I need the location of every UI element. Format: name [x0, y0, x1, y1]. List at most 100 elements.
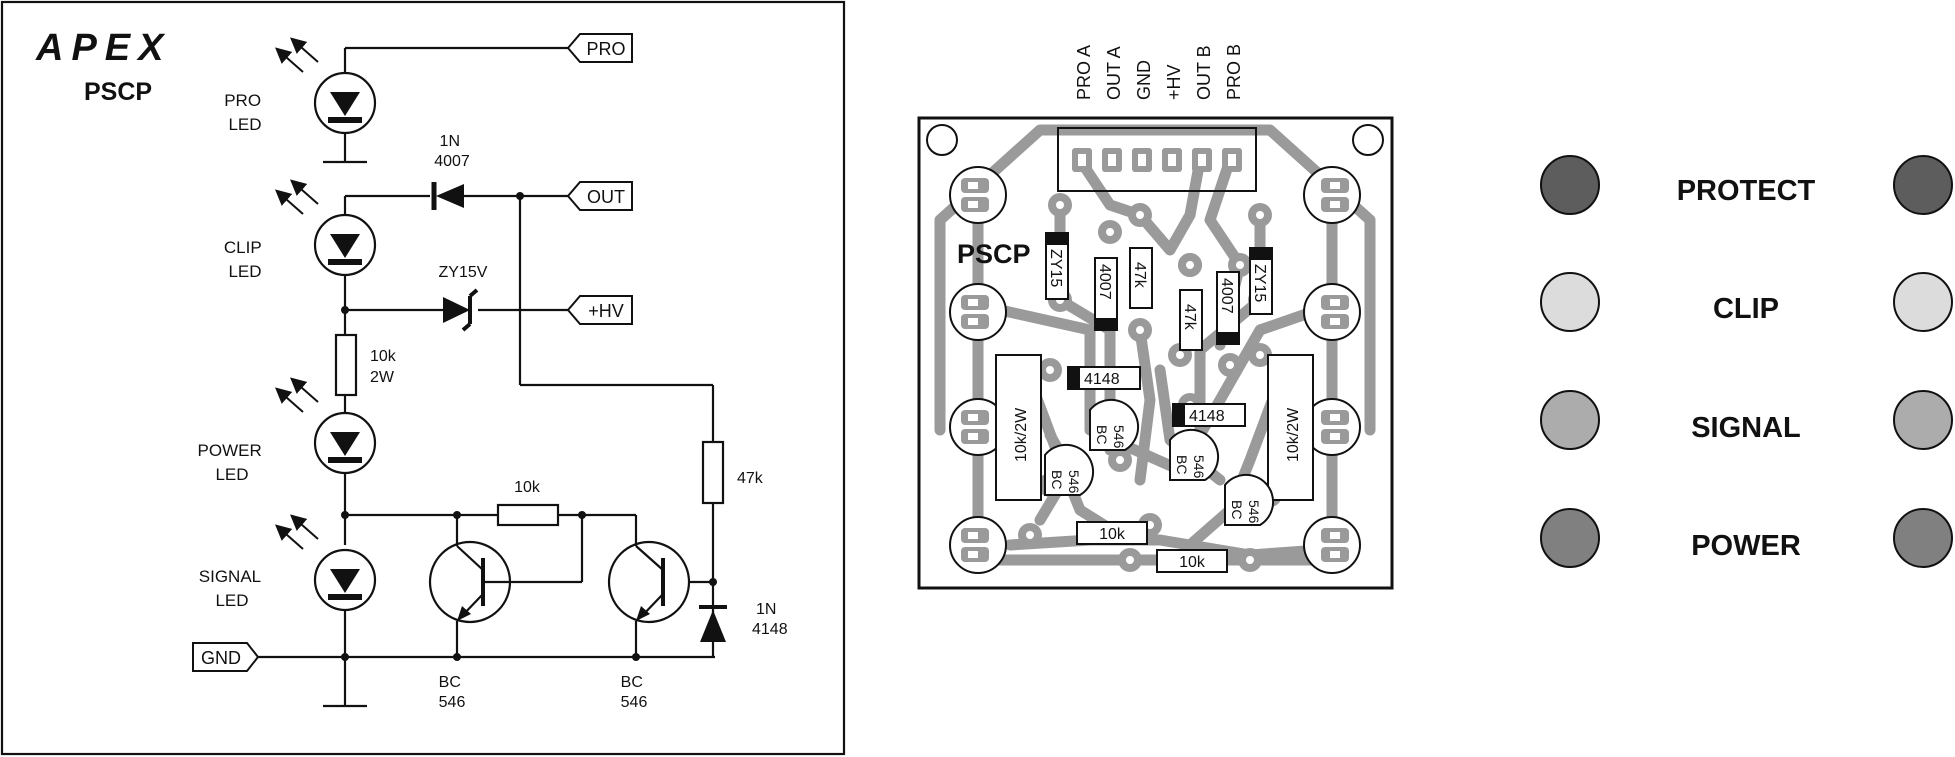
pcb-diode-4148-b: 4148 — [1172, 403, 1246, 427]
svg-text:546: 546 — [1191, 455, 1207, 479]
header-connector — [1057, 127, 1257, 192]
diode-1n4148-symbol — [699, 605, 727, 642]
pcb-led-footprints — [949, 166, 1361, 574]
pcb-diode-4148-a: 4148 — [1067, 366, 1141, 390]
pin-label-hv: +HV — [1164, 64, 1184, 100]
zener-zy15v-symbol — [443, 288, 479, 332]
pcb-diode-4007-a: 4007 — [1094, 257, 1118, 331]
legend-row-protect: PROTECT — [1540, 155, 1953, 215]
legend-dot-clip-right — [1893, 272, 1953, 332]
svg-text:546: 546 — [1111, 425, 1127, 449]
resistor-10k-symbol — [496, 503, 560, 527]
pcb-panel: PRO A OUT A GND +HV OUT B PRO B — [917, 44, 1394, 590]
svg-text:GND: GND — [201, 648, 241, 668]
resistor-47k-label: 47k — [737, 470, 764, 487]
signal-led-label: SIGNAL LED — [199, 567, 265, 610]
diode-1n4007-symbol — [431, 182, 464, 210]
svg-text:+HV: +HV — [588, 301, 624, 321]
svg-text:BC: BC — [1049, 470, 1065, 489]
resistor-10k-label: 10k — [514, 479, 541, 496]
resistor-10k-2w-label: 10k 2W — [370, 348, 400, 386]
legend-dot-signal-left — [1540, 390, 1600, 450]
svg-text:4007: 4007 — [1218, 278, 1235, 314]
legend-dot-protect-left — [1540, 155, 1600, 215]
pcb-resistor-47k-a: 47k — [1129, 247, 1153, 309]
resistor-10k-2w-symbol — [334, 333, 358, 397]
port-pro: PRO — [566, 33, 633, 63]
svg-text:ZY15: ZY15 — [1251, 264, 1268, 302]
svg-text:10k/2W: 10k/2W — [1013, 407, 1030, 462]
pcb-board-label: PSCP — [957, 239, 1031, 269]
legend-row-clip: CLIP — [1540, 272, 1953, 332]
power-led-label: POWER LED — [198, 441, 267, 484]
port-out: OUT — [566, 181, 633, 211]
legend-label-protect: PROTECT — [1677, 175, 1816, 207]
clip-led-label: CLIP LED — [224, 238, 266, 281]
pcb-resistor-2w-b: 10k/2W — [1267, 354, 1314, 501]
legend-row-signal: SIGNAL — [1540, 390, 1953, 450]
pcb-transistor-1: BC 546 — [1089, 398, 1140, 451]
svg-text:4007: 4007 — [1096, 264, 1113, 300]
pcb-zener-a: ZY15 — [1045, 232, 1069, 300]
diode-1n4148-label: 1N 4148 — [752, 601, 788, 638]
svg-text:4148: 4148 — [1084, 371, 1120, 388]
pcb-transistor-2: BC 546 — [1044, 443, 1095, 496]
pro-led-symbol — [274, 37, 377, 135]
port-gnd: GND — [192, 642, 260, 672]
svg-text:10k/2W: 10k/2W — [1285, 407, 1302, 462]
legend-row-power: POWER — [1540, 508, 1953, 568]
pcb-diode-4007-b: 4007 — [1216, 271, 1240, 345]
legend-label-signal: SIGNAL — [1691, 412, 1801, 444]
pcb-resistor-10k-b: 10k — [1156, 549, 1228, 573]
pin-label-out-a: OUT A — [1104, 46, 1124, 100]
power-led-symbol — [274, 377, 377, 475]
transistor-q2-symbol — [607, 515, 691, 657]
legend-label-power: POWER — [1691, 530, 1801, 562]
transistor-q1-label: BC 546 — [439, 674, 466, 711]
zener-zy15v-label: ZY15V — [439, 264, 488, 281]
signal-led-symbol — [274, 514, 377, 612]
svg-text:546: 546 — [1066, 470, 1082, 494]
pin-label-pro-b: PRO B — [1224, 44, 1244, 100]
port-hv: +HV — [566, 295, 633, 325]
schematic-board-name: PSCP — [84, 78, 152, 106]
svg-text:10k: 10k — [1179, 554, 1206, 571]
svg-text:PRO: PRO — [586, 39, 625, 59]
svg-text:47k: 47k — [1181, 304, 1198, 331]
svg-text:APEX: APEX — [35, 27, 171, 69]
pcb-zener-b: ZY15 — [1249, 247, 1273, 315]
apex-logo: APEX — [35, 27, 171, 69]
header-pads — [1072, 148, 1242, 172]
diode-1n4007-label: 1N 4007 — [434, 133, 470, 170]
pcb-resistor-10k-a: 10k — [1076, 521, 1148, 545]
legend-dot-power-left — [1540, 508, 1600, 568]
pcb-transistor-4: BC 546 — [1224, 473, 1275, 526]
pcb-transistor-3: BC 546 — [1169, 428, 1220, 481]
pcb-resistor-47k-b: 47k — [1179, 289, 1203, 351]
svg-text:4148: 4148 — [1189, 408, 1225, 425]
pin-label-gnd: GND — [1134, 60, 1154, 100]
pin-label-out-b: OUT B — [1194, 45, 1214, 100]
svg-text:ZY15: ZY15 — [1047, 249, 1064, 287]
resistor-47k-symbol — [701, 440, 725, 505]
pro-led-label: PRO LED — [224, 91, 266, 134]
schematic-panel: APEX PSCP — [0, 0, 846, 756]
legend-dot-power-right — [1893, 508, 1953, 568]
legend-dot-signal-right — [1893, 390, 1953, 450]
legend-dot-protect-right — [1893, 155, 1953, 215]
transistor-q1-symbol — [428, 515, 582, 657]
pcb-resistor-2w-a: 10k/2W — [995, 354, 1042, 501]
legend-label-clip: CLIP — [1713, 293, 1779, 325]
legend-dot-clip-left — [1540, 272, 1600, 332]
svg-text:BC: BC — [1174, 455, 1190, 474]
svg-text:BC: BC — [1229, 500, 1245, 519]
svg-text:BC: BC — [1094, 425, 1110, 444]
svg-text:OUT: OUT — [587, 187, 625, 207]
led-legend: PROTECT CLIP SIGNAL POWER — [1540, 155, 1953, 568]
connector-pin-labels: PRO A OUT A GND +HV OUT B PRO B — [1074, 44, 1244, 100]
pin-label-pro-a: PRO A — [1074, 45, 1094, 100]
svg-text:546: 546 — [1246, 500, 1262, 524]
transistor-q2-label: BC 546 — [621, 674, 648, 711]
svg-text:47k: 47k — [1131, 262, 1148, 289]
svg-text:10k: 10k — [1099, 526, 1126, 543]
